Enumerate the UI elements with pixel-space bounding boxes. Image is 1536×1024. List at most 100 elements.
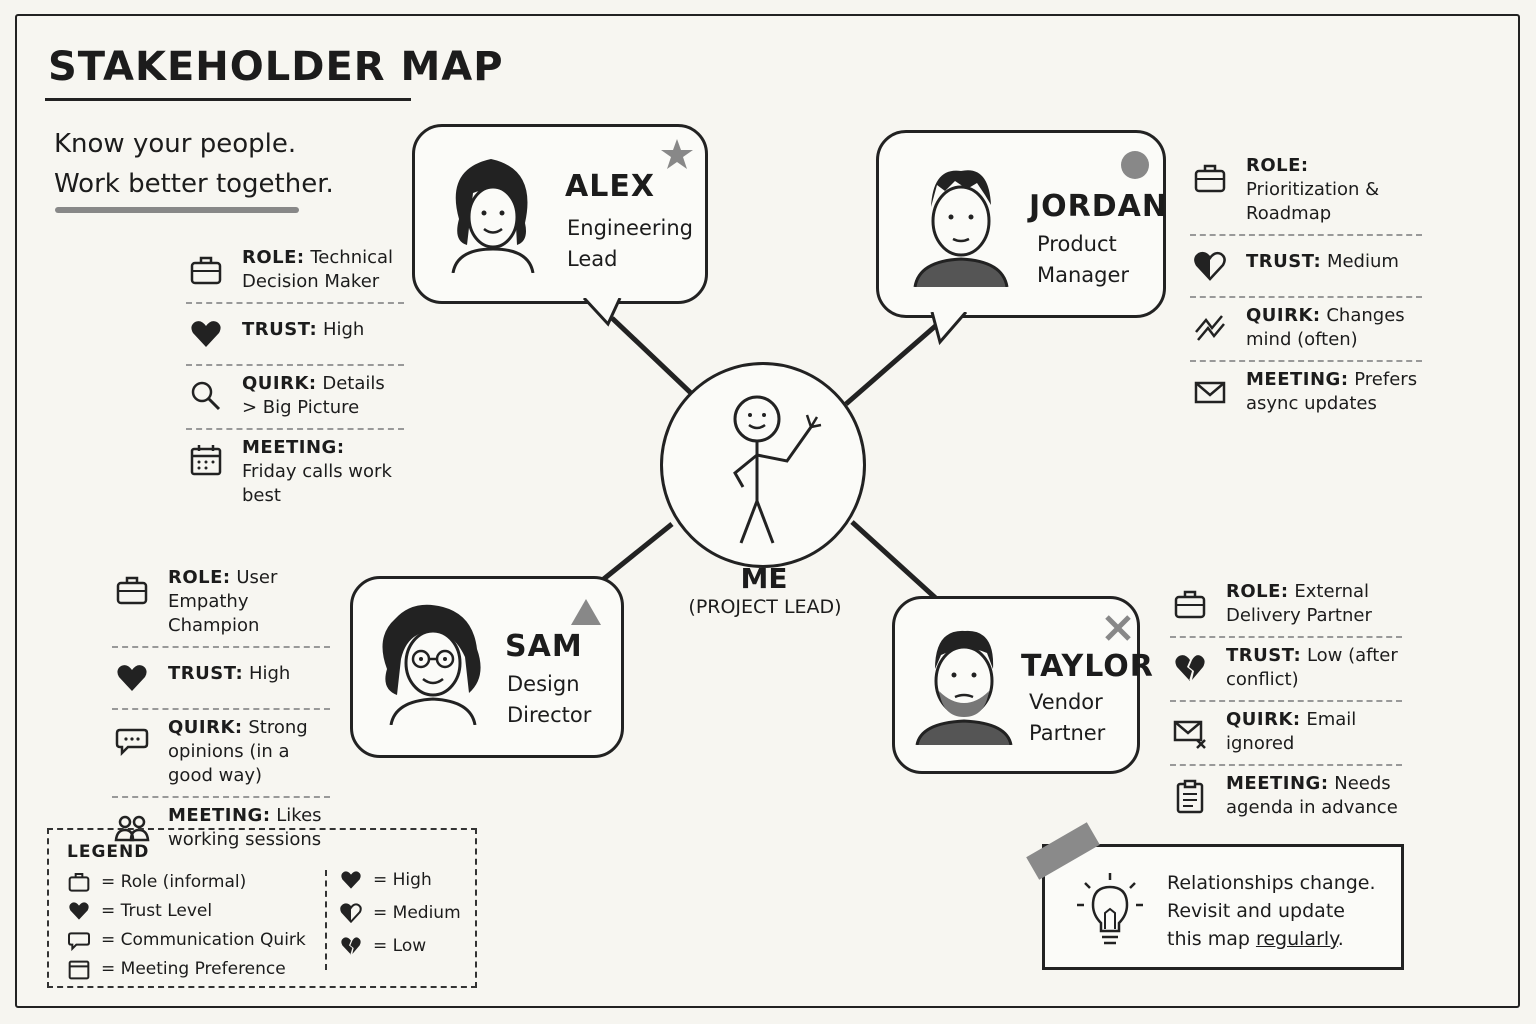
tagline-line-1: Know your people. [54,129,297,159]
stakeholder-card-alex[interactable]: ALEX Engineering Lead [412,124,708,304]
note-line-1: Relationships change. [1167,872,1376,894]
details-alex: ROLE: Technical Decision Maker TRUST: Hi… [186,240,404,516]
trust-key: TRUST: [1226,645,1302,666]
trust-key: TRUST: [1246,251,1322,272]
note-text: Relationships change. Revisit and update… [1167,869,1376,953]
role-alex-line-1: Engineering [567,216,693,240]
heart-broken-icon [341,937,361,955]
jordan-bubble-tail [930,312,968,346]
briefcase-icon [190,256,222,285]
detail-quirk-alex: QUIRK: Details > Big Picture [186,366,404,430]
quirk-value: Strong opinions (in a good way) [168,717,308,786]
role-taylor-line-1: Vendor [1029,690,1103,714]
details-jordan: ROLE: Prioritization & Roadmap TRUST: Me… [1190,148,1422,424]
detail-meeting-jordan: MEETING: Prefers async updates [1190,362,1422,424]
briefcase-icon [1194,164,1226,193]
speech-bubble-icon [115,728,149,757]
heart-full-icon [117,665,147,691]
connector-jordan [844,320,942,406]
legend-label: = Medium [373,903,461,923]
magnifier-icon [191,381,221,411]
lightbulb-icon [1077,873,1143,945]
center-me-node[interactable] [660,362,866,568]
stakeholder-card-jordan[interactable]: JORDAN Product Manager [876,130,1167,318]
quirk-value: Email ignored [1226,709,1357,754]
detail-trust-jordan: TRUST: Medium [1190,236,1422,298]
meeting-value: Prefers async updates [1246,369,1418,414]
heart-half-icon [1194,251,1226,281]
detail-quirk-taylor: QUIRK: Email ignored [1170,702,1402,766]
note-line-3-emphasis: regularly [1255,928,1338,950]
center-role: (PROJECT LEAD) [688,596,842,618]
page-title: STAKEHOLDER MAP [48,44,504,90]
note-line-3: this map regularly. [1167,925,1376,953]
quirk-key: QUIRK: [1246,305,1321,326]
role-taylor-line-2: Partner [1029,721,1106,745]
role-jordan: Product Manager [1037,229,1129,291]
role-alex: Engineering Lead [567,213,693,275]
role-sam-line-1: Design [507,672,580,696]
detail-meeting-taylor: MEETING: Needs agenda in advance [1170,766,1402,828]
legend-label: = High [373,870,432,890]
trust-value: Low (after conflict) [1226,645,1398,690]
details-sam: ROLE: User Empathy Champion TRUST: High … [112,560,330,860]
trust-key: TRUST: [242,319,318,340]
detail-trust-sam: TRUST: High [112,648,330,710]
trust-value: Medium [1326,251,1399,272]
heart-full-icon [191,321,221,347]
name-alex: ALEX [565,169,655,204]
legend-title: LEGEND [67,842,150,862]
heart-icon [69,902,89,920]
tagline: Know your people. Work better together. [54,124,334,204]
triangle-icon [571,599,601,625]
heart-broken-icon [1175,655,1205,681]
meeting-value: Needs agenda in advance [1226,773,1398,818]
trust-value: High [322,319,365,340]
calendar-icon [190,445,222,476]
stakeholder-card-sam[interactable]: SAM Design Director [350,576,624,758]
trust-value: High [248,663,291,684]
role-value: User Empathy Champion [168,567,278,636]
detail-role-sam: ROLE: User Empathy Champion [112,560,330,648]
role-sam-line-2: Director [507,703,592,727]
role-key: ROLE: [1246,155,1309,176]
connector-sam [598,522,674,584]
detail-trust-taylor: TRUST: Low (after conflict) [1170,638,1402,702]
meeting-key: MEETING: [1246,369,1349,390]
detail-role-alex: ROLE: Technical Decision Maker [186,240,404,304]
role-taylor: Vendor Partner [1029,687,1105,749]
detail-meeting-sam: MEETING: Likes working sessions [112,798,330,860]
quirk-key: QUIRK: [1226,709,1301,730]
detail-role-jordan: ROLE: Prioritization & Roadmap [1190,148,1422,236]
role-alex-line-2: Lead [567,247,618,271]
x-icon [1105,615,1131,641]
circle-icon [1121,151,1149,179]
arrows-swap-icon [1195,315,1225,341]
legend-divider [325,870,327,970]
legend-label: = Communication Quirk [101,930,306,950]
title-underline [45,98,411,101]
heart-full-icon [341,871,361,889]
trust-key: TRUST: [168,663,244,684]
reminder-note: Relationships change. Revisit and update… [1042,844,1404,970]
stakeholder-card-taylor[interactable]: TAYLOR Vendor Partner [892,596,1153,774]
avatar-sam [382,604,481,725]
avatar-alex [451,159,535,273]
avatar-taylor [915,630,1013,745]
speech-bubble-icon [68,932,90,952]
quirk-key: QUIRK: [242,373,317,394]
role-value: Technical Decision Maker [242,247,394,292]
detail-role-taylor: ROLE: External Delivery Partner [1170,574,1402,638]
note-line-2: Revisit and update [1167,900,1345,922]
detail-quirk-jordan: QUIRK: Changes mind (often) [1190,298,1422,362]
meeting-value: Friday calls work best [242,461,392,506]
meeting-key: MEETING: [1226,773,1329,794]
name-sam: SAM [505,629,583,664]
detail-trust-alex: TRUST: High [186,304,404,366]
meeting-key: MEETING: [168,805,271,826]
role-value: External Delivery Partner [1226,581,1372,626]
details-taylor: ROLE: External Delivery Partner TRUST: L… [1170,574,1402,828]
heart-half-icon [340,903,362,924]
center-name: ME [740,562,788,595]
envelope-icon [1194,381,1226,404]
